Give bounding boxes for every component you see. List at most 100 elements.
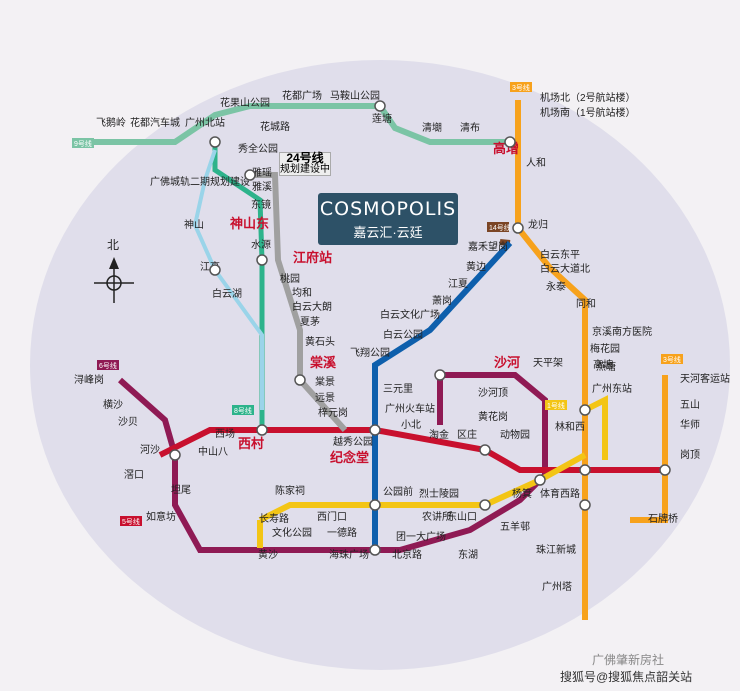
station-rulao: 如意坊 bbox=[146, 510, 176, 523]
station-kengkou: 滘口 bbox=[124, 469, 144, 481]
station-gzta: 广州塔 bbox=[542, 580, 572, 593]
station-huangsha: 黄沙 bbox=[258, 548, 278, 561]
line-gfcj bbox=[192, 149, 264, 410]
station-nongjiangsuo: 农讲所 bbox=[422, 510, 452, 523]
line-2 bbox=[372, 240, 513, 550]
station-hg_park: 花果山公园 bbox=[220, 96, 270, 109]
station-yantang: 燕塘 bbox=[596, 360, 616, 373]
station-shhed: 沙河顶 bbox=[478, 387, 508, 399]
interchange-dot bbox=[369, 499, 381, 511]
station-byd_lang: 白云大朗 bbox=[292, 300, 332, 313]
station-gangding: 岗顶 bbox=[680, 449, 700, 461]
brand-logo: COSMOPOLIS 嘉云汇·云廷 bbox=[318, 193, 458, 245]
interchange-dot bbox=[244, 169, 256, 181]
station-shuiyuan: 水源 bbox=[251, 238, 271, 251]
station-feie: 飞鹅岭 bbox=[96, 116, 126, 129]
watermark-bottom: 搜狐号@搜狐焦点韶关站 bbox=[560, 670, 693, 684]
station-yayao: 雅瑶 bbox=[252, 166, 272, 179]
interchange-dot bbox=[534, 474, 546, 486]
station-yide: 一德路 bbox=[327, 526, 357, 539]
station-lian: 莲塘 bbox=[372, 112, 392, 125]
station-longgui: 龙归 bbox=[528, 218, 548, 231]
station-gzdz: 广州东站 bbox=[592, 382, 632, 395]
station-hsht: 黄石头 bbox=[305, 335, 335, 348]
station-huadu_car: 花都汽车城 bbox=[130, 116, 180, 129]
station-shenshan: 神山 bbox=[184, 218, 204, 231]
station-yuanjing: 远景 bbox=[315, 392, 335, 404]
interchange-dot bbox=[209, 136, 221, 148]
station-yaxi: 雅溪 bbox=[252, 180, 272, 193]
station-hengsha: 横沙 bbox=[103, 398, 123, 411]
interchange-dot bbox=[479, 444, 491, 456]
tag-bg-l5 bbox=[120, 516, 142, 526]
station-xicun: 西村 bbox=[238, 436, 264, 451]
interchange-dot bbox=[369, 544, 381, 556]
station-yongtai: 永泰 bbox=[546, 280, 566, 293]
station-tangxi: 棠溪 bbox=[309, 355, 337, 370]
station-tiyuxilu: 体育西路 bbox=[540, 487, 580, 500]
tag-bg-l8 bbox=[232, 405, 254, 415]
station-sanyuanli: 三元里 bbox=[383, 383, 413, 395]
station-bywh: 白云文化广场 bbox=[380, 308, 440, 321]
station-changshou: 长寿路 bbox=[259, 512, 289, 525]
interchange-dot bbox=[579, 499, 591, 511]
station-yangji: 杨箕 bbox=[512, 487, 532, 500]
station-shipaiqiao: 石牌桥 bbox=[648, 512, 678, 525]
station-jnt: 纪念堂 bbox=[330, 450, 369, 465]
station-feixiang: 飞翔公园 bbox=[350, 346, 390, 359]
station-tonghe: 同和 bbox=[576, 298, 596, 310]
station-shs: 神山东 bbox=[230, 216, 269, 231]
station-xiaobei: 小北 bbox=[401, 419, 421, 431]
station-hhg: 黄花岗 bbox=[478, 410, 508, 423]
station-zhongshan8: 中山八 bbox=[198, 445, 228, 458]
station-wushan: 五山 bbox=[680, 399, 700, 411]
interchange-dot bbox=[209, 264, 221, 276]
station-t2: 机场北（2号航站楼） bbox=[540, 91, 636, 104]
station-byh: 白云湖 bbox=[212, 287, 242, 300]
tag-l8: 8号线 bbox=[234, 406, 252, 415]
interchange-dot bbox=[369, 424, 381, 436]
tag-l9: 9号线 bbox=[74, 139, 92, 148]
line24-note: 规划建设中 bbox=[280, 164, 330, 175]
interchange-dot bbox=[659, 464, 671, 476]
station-linhexi: 林和西 bbox=[555, 420, 585, 433]
station-junhe: 均和 bbox=[292, 287, 312, 299]
station-tyda: 团一大广场 bbox=[396, 530, 446, 543]
station-gzhcz: 广州火车站 bbox=[385, 402, 435, 415]
line-3-north bbox=[515, 100, 588, 378]
line-8 bbox=[212, 140, 265, 430]
interchange-dot bbox=[294, 374, 306, 386]
line-3-east bbox=[630, 375, 668, 523]
interchange-dot bbox=[579, 404, 591, 416]
line24-label: 24号线 规划建设中 bbox=[279, 152, 331, 176]
station-gongyuanqian: 公园前 bbox=[383, 485, 413, 498]
tag-l5: 5号线 bbox=[122, 517, 140, 526]
station-zygang: 梓元岗 bbox=[318, 406, 348, 419]
station-tianpingjia: 天平架 bbox=[533, 357, 563, 369]
tag-l14: 14号线 bbox=[489, 223, 511, 232]
compass-label: 北 bbox=[107, 238, 119, 252]
station-ququ: 区庄 bbox=[457, 428, 477, 441]
station-ysgmt: 越秀公园 bbox=[333, 435, 373, 448]
tag-l1: 1号线 bbox=[547, 401, 565, 410]
station-tanggeng: 棠景 bbox=[315, 375, 335, 388]
station-haizhu: 海珠广场 bbox=[329, 548, 369, 561]
station-dongshu: 东湖 bbox=[458, 548, 478, 561]
tag-bg-l9 bbox=[72, 138, 94, 148]
station-huacheng: 花城路 bbox=[260, 120, 290, 133]
station-xxgang: 浔峰岗 bbox=[74, 373, 104, 386]
station-xiaogang: 萧岗 bbox=[432, 295, 452, 307]
station-qingtang: 清㙟 bbox=[422, 121, 442, 134]
station-dongshankou: 东山口 bbox=[447, 510, 477, 523]
tag-l3: 3号线 bbox=[512, 83, 530, 92]
station-mas_park: 马鞍山公园 bbox=[330, 89, 380, 102]
tag-l6: 6号线 bbox=[99, 361, 117, 370]
station-bypark: 白云公园 bbox=[383, 328, 423, 341]
brand-cn: 嘉云汇·云廷 bbox=[353, 225, 423, 240]
station-dongjing: 东镜 bbox=[251, 198, 271, 211]
station-huashi: 华师 bbox=[680, 418, 700, 431]
station-hd_square: 花都广场 bbox=[282, 89, 322, 102]
station-huangbian: 黄边 bbox=[466, 260, 486, 273]
station-bynp: 白云东平 bbox=[540, 248, 580, 261]
watermark-top: 广佛肇新房社 bbox=[592, 653, 665, 667]
